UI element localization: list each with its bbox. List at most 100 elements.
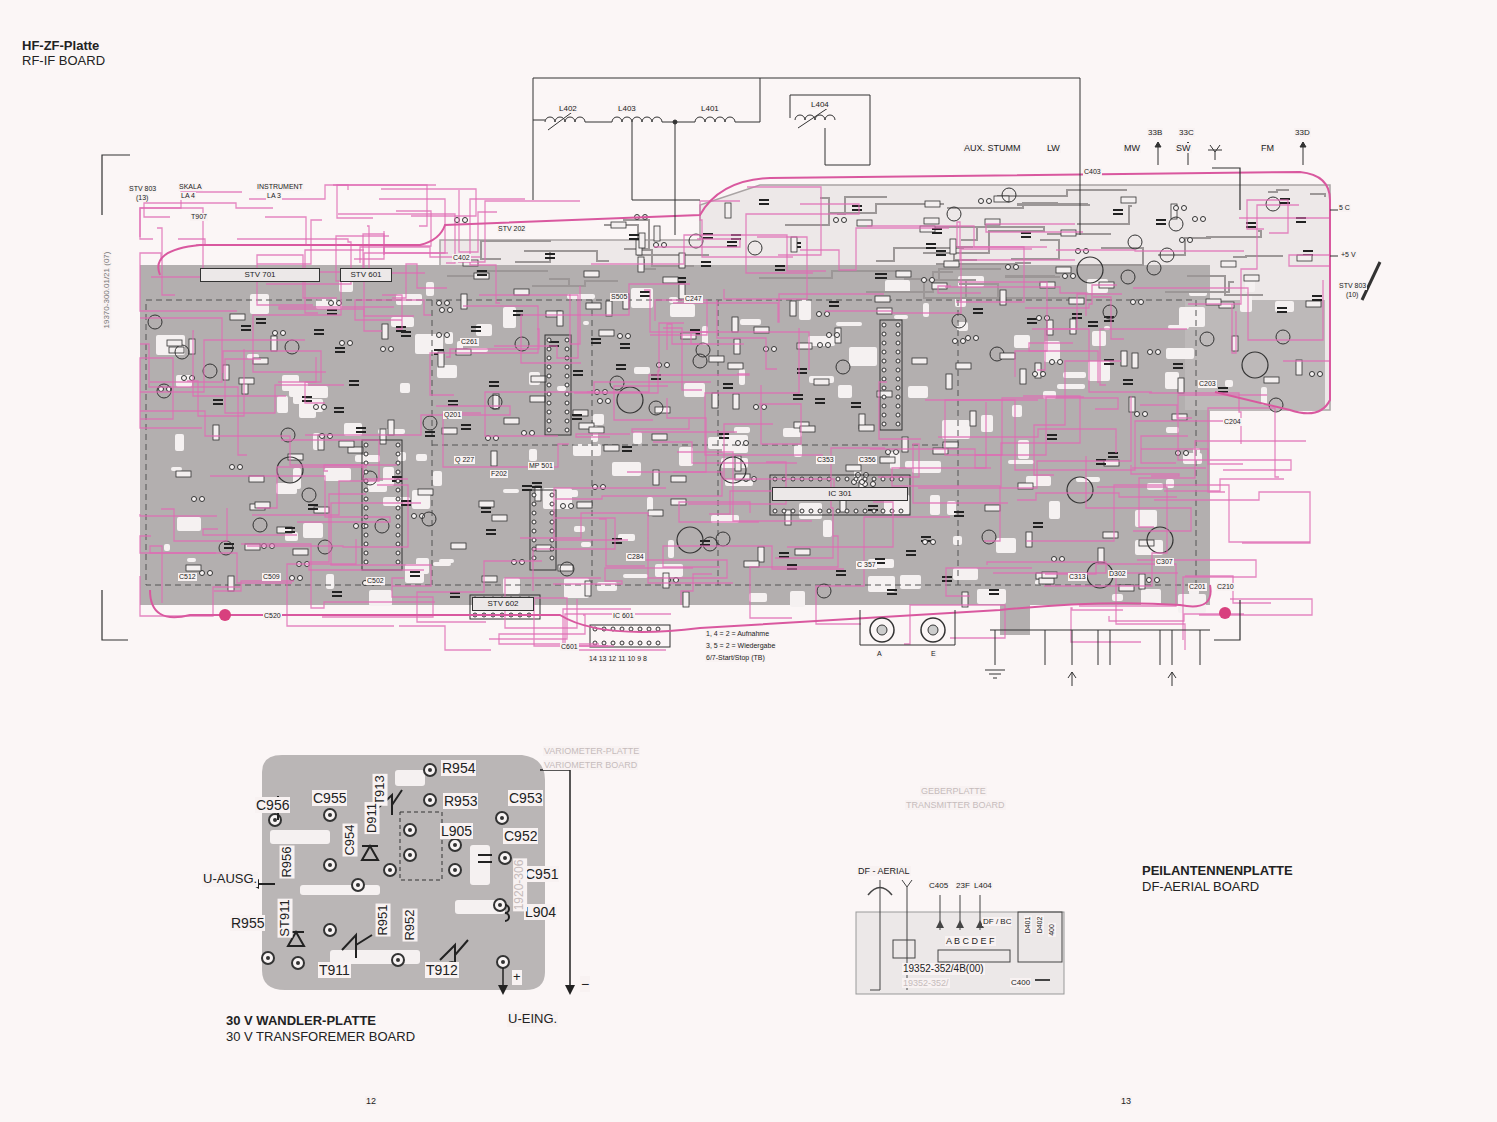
resistor-symbol — [709, 356, 724, 362]
transistor-symbol — [342, 935, 372, 958]
copper-trace — [196, 217, 306, 245]
part-label: GEBERPLATTE — [920, 786, 987, 796]
solder-pad — [1050, 360, 1055, 365]
ground-symbol — [985, 670, 1005, 678]
ic-pin — [364, 524, 368, 528]
part-label: INSTRUMENT — [256, 183, 304, 191]
resistor-symbol — [584, 271, 599, 277]
capacitor-symbol — [1047, 434, 1057, 436]
part-label: LA 4 — [180, 192, 196, 200]
capacitor-symbol — [875, 558, 885, 560]
resistor-symbol — [1056, 267, 1071, 273]
capacitor-symbol — [690, 329, 700, 331]
solder-pad — [200, 497, 205, 502]
part-label: C502 — [366, 577, 385, 585]
copper-trace — [870, 402, 986, 468]
copper-cutout — [1063, 372, 1086, 378]
transistor-outline — [488, 395, 502, 409]
resistor-symbol — [924, 218, 939, 224]
capacitor-symbol — [1173, 363, 1183, 365]
copper-trace — [392, 264, 447, 298]
transistor-outline — [157, 384, 171, 398]
solder-pad — [1143, 412, 1148, 417]
solder-pad — [826, 343, 831, 348]
transistor-outline — [689, 234, 703, 248]
resistor-symbol — [912, 358, 927, 364]
copper-cutout — [668, 540, 674, 558]
solder-pad — [626, 334, 631, 339]
ic-pin — [547, 374, 551, 378]
copper-cutout — [400, 383, 410, 393]
resistor-symbol — [880, 457, 895, 463]
part-label: S505 — [610, 293, 628, 301]
resistor-symbol — [492, 515, 507, 521]
capacitor-symbol — [334, 411, 344, 413]
part-label: C356 — [858, 456, 877, 464]
ic-pin — [364, 497, 368, 501]
ic-pin — [364, 488, 368, 492]
part-label: C201 — [1188, 583, 1207, 591]
resistor-symbol — [606, 301, 612, 316]
transistor-outline — [302, 488, 316, 502]
solder-pad — [886, 450, 891, 455]
copper-cutout — [581, 542, 591, 547]
capacitor-symbol — [942, 576, 952, 578]
ic-pin — [364, 542, 368, 546]
copper-trace — [355, 300, 431, 320]
copper-trace — [1141, 436, 1188, 463]
part-label: C210 — [1216, 583, 1235, 591]
solder-pad — [412, 514, 417, 519]
copper-cutout — [187, 558, 196, 562]
part-label: FM — [1260, 143, 1275, 153]
transistor-outline — [1169, 217, 1183, 231]
resistor-symbol — [245, 544, 260, 550]
copper-cutout — [1275, 301, 1294, 312]
copper-trace — [1034, 361, 1121, 475]
resistor-symbol — [230, 314, 245, 320]
solder-pad — [827, 333, 832, 338]
copper-trace — [591, 235, 826, 271]
copper-trace — [759, 385, 801, 444]
copper-cutout — [823, 520, 832, 537]
copper-trace — [1199, 599, 1312, 615]
capacitor-symbol — [356, 427, 366, 429]
copper-cutout — [1135, 510, 1157, 527]
socket-symbol — [870, 618, 894, 642]
solder-pad — [384, 864, 396, 876]
solder-pad — [424, 764, 436, 776]
copper-cutout — [299, 407, 316, 418]
copper-trace — [1239, 218, 1330, 266]
copper-cutout — [171, 467, 182, 471]
solder-hole — [501, 960, 505, 964]
ic-pin — [896, 350, 900, 354]
resistor-symbol — [1121, 197, 1136, 203]
copper-cutout — [1165, 372, 1179, 389]
part-label: 3, 5 = 2 = Wiedergabe — [705, 642, 776, 650]
circuit-board: HF-ZF-PlatteRF-IF BOARDSTV 701STV 601STV… — [100, 155, 1240, 640]
copper-trace — [333, 185, 427, 226]
copper-trace — [360, 247, 480, 263]
copper-trace — [1132, 467, 1206, 468]
copper-trace — [1141, 449, 1225, 492]
capacitor-symbol — [285, 527, 295, 529]
board-heading: 30 V WANDLER-PLATTE — [226, 1013, 376, 1028]
resistor-symbol — [1172, 414, 1187, 420]
part-label: L905 — [440, 823, 473, 839]
part-label: AUX. STUMM — [963, 143, 1022, 153]
part-label: F202 — [490, 470, 508, 478]
socket-symbol — [877, 625, 887, 635]
part-label: C954 — [343, 823, 358, 856]
copper-cutout — [894, 315, 908, 319]
resistor-symbol — [946, 374, 952, 389]
resistor-symbol — [189, 339, 195, 354]
capacitor-symbol — [545, 253, 555, 255]
resistor-symbol — [1306, 301, 1321, 307]
capacitor-symbol — [829, 301, 839, 303]
capacitor-symbol — [989, 593, 999, 595]
copper-trace — [1232, 304, 1236, 353]
ic-pin — [896, 386, 900, 390]
solder-pad — [1155, 578, 1160, 583]
ic-pin — [827, 509, 831, 513]
solder-pad — [298, 576, 303, 581]
